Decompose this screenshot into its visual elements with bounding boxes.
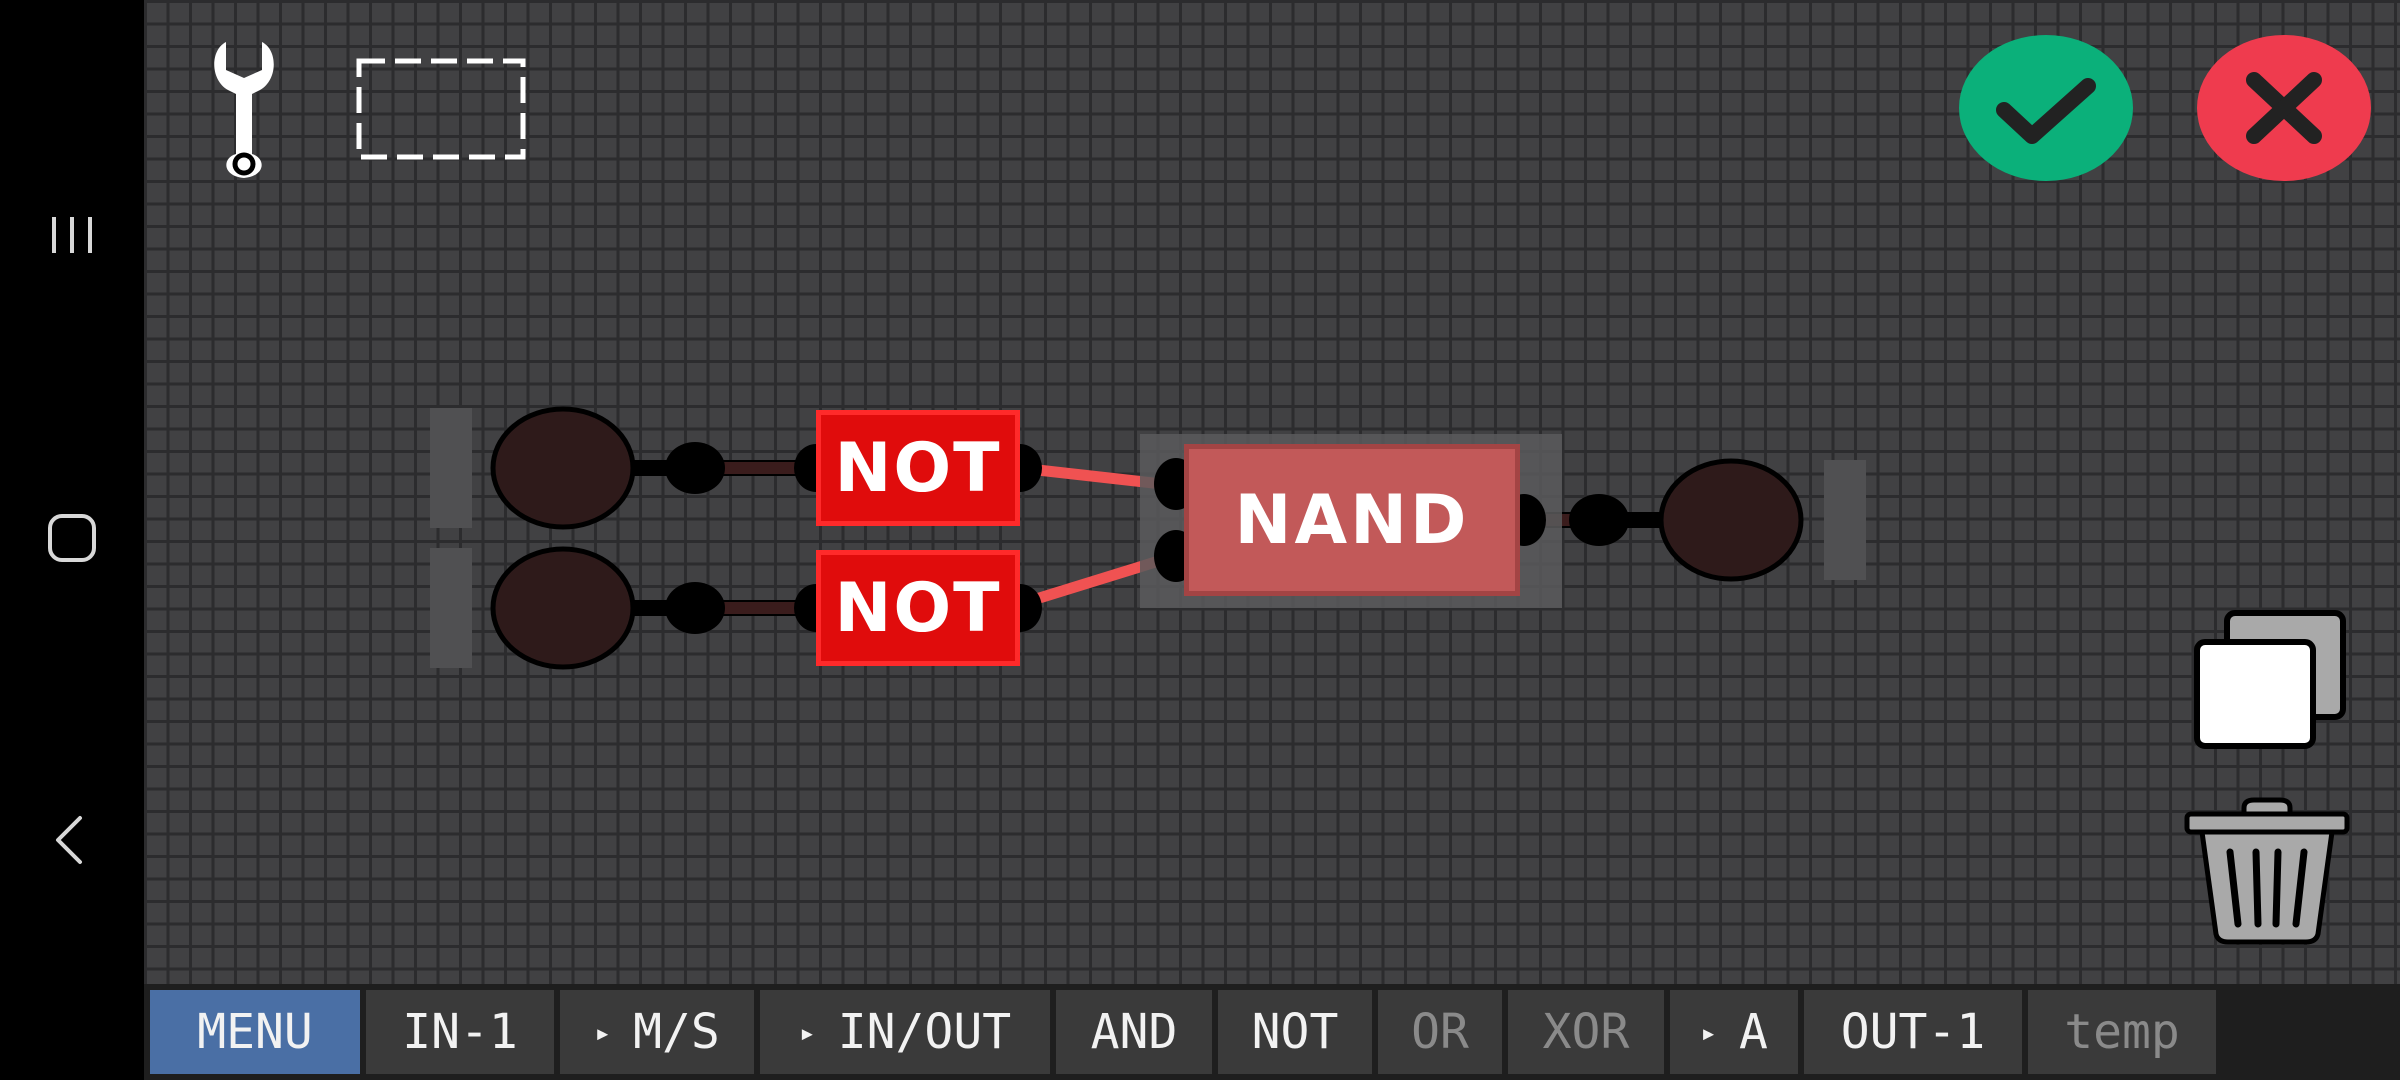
toolbar-temp-button[interactable]: temp (2028, 990, 2216, 1074)
toolbar-not-button[interactable]: NOT (1218, 990, 1372, 1074)
recent-apps-button[interactable] (0, 185, 144, 285)
home-button[interactable] (0, 488, 144, 588)
toolbar-and-button[interactable]: AND (1056, 990, 1212, 1074)
cancel-x-icon (2197, 35, 2371, 181)
expand-caret-icon: ▸ (594, 1015, 612, 1049)
system-nav-bar (0, 0, 144, 1080)
nand-gate-label: NAND (1234, 480, 1470, 560)
selection-rectangle-icon (356, 58, 526, 160)
toolbar-in-1-button[interactable]: IN-1 (366, 990, 554, 1074)
junction-dot (665, 582, 725, 634)
junction-dot (665, 442, 725, 494)
duplicate-icon (2194, 610, 2346, 749)
back-icon (56, 816, 82, 864)
toolbar-in-out-button[interactable]: ▸ IN/OUT (760, 990, 1050, 1074)
nand-gate[interactable]: NAND (1184, 444, 1520, 596)
toolbar-button-label: IN-1 (402, 1004, 518, 1060)
not-gate-label: NOT (834, 428, 1002, 508)
expand-caret-icon: ▸ (798, 1015, 816, 1049)
output-node-1 (1658, 458, 1804, 582)
expand-caret-icon: ▸ (1700, 1015, 1717, 1049)
home-icon (48, 514, 96, 562)
junction-dot (1569, 494, 1629, 546)
toolbar-xor-button[interactable]: XOR (1508, 990, 1664, 1074)
toolbar-button-label: XOR (1542, 1004, 1630, 1060)
toolbar-button-label: temp (2064, 1004, 2180, 1060)
output-1-handle (1824, 460, 1866, 580)
toolbar-a-button[interactable]: ▸A (1670, 990, 1798, 1074)
trash-icon (2184, 797, 2350, 945)
toolbar-ms-button[interactable]: ▸ M/S (560, 990, 754, 1074)
wrench-icon (214, 42, 274, 178)
toolbar-button-label: NOT (1251, 1004, 1339, 1060)
circuit-canvas[interactable]: NOT NOT NAND (144, 0, 2400, 984)
toolbar-button-label: A (1738, 1004, 1768, 1060)
input-node-2 (490, 546, 636, 670)
toolbar-out-1-button[interactable]: OUT-1 (1804, 990, 2022, 1074)
select-area-button[interactable] (356, 58, 526, 160)
not-gate-1[interactable]: NOT (816, 410, 1020, 526)
recent-apps-icon (52, 217, 92, 253)
not-gate-label: NOT (834, 568, 1002, 648)
toolbar-button-label: M/S (633, 1004, 720, 1060)
confirm-button[interactable] (1958, 34, 2134, 182)
input-1-handle (430, 408, 472, 528)
back-button[interactable] (0, 790, 144, 890)
toolbar-button-label: IN/OUT (837, 1004, 1012, 1060)
toolbar-button-label: MENU (197, 1004, 313, 1060)
input-2-handle (430, 548, 472, 668)
toolbar-button-label: OUT-1 (1840, 1004, 1986, 1060)
not-gate-2[interactable]: NOT (816, 550, 1020, 666)
toolbar-button-label: AND (1090, 1004, 1178, 1060)
toolbar-button-label: OR (1411, 1004, 1469, 1060)
cancel-button[interactable] (2196, 34, 2372, 182)
toolbar-or-button[interactable]: OR (1378, 990, 1502, 1074)
confirm-check-icon (1959, 35, 2133, 181)
wire-not2-nand (1018, 554, 1164, 610)
toolbar-menu-button[interactable]: MENU (150, 990, 360, 1074)
input-node-1 (490, 406, 636, 530)
settings-tool-button[interactable] (204, 36, 294, 180)
delete-button[interactable] (2182, 796, 2352, 946)
wire-not1-nand (1019, 462, 1163, 490)
duplicate-button[interactable] (2184, 608, 2354, 752)
component-toolbar: MENU IN-1 ▸M/S ▸IN/OUT AND NOT OR XOR ▸A… (144, 984, 2400, 1080)
